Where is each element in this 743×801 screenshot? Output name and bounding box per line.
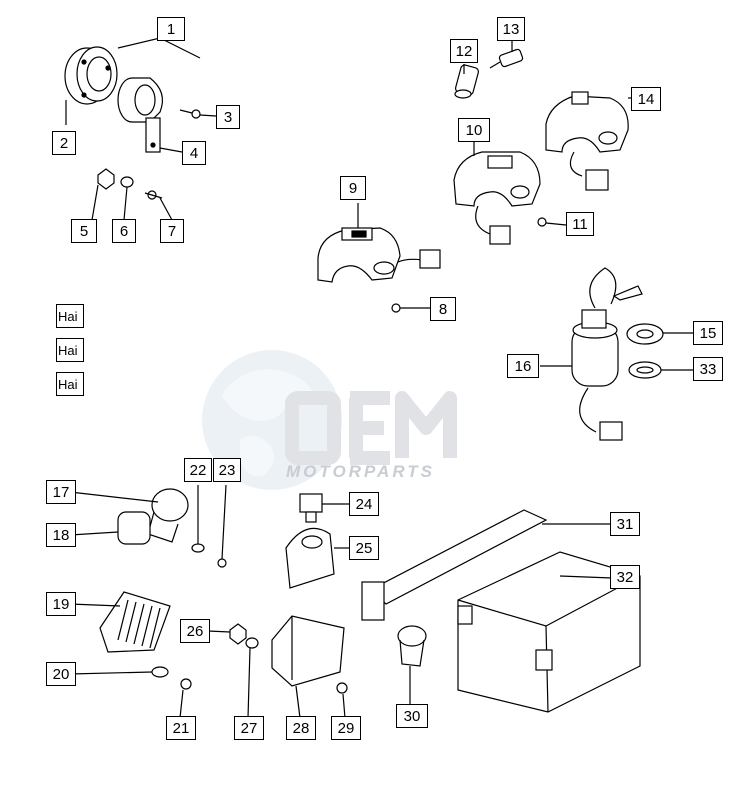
part-27-washer xyxy=(245,637,259,719)
callout-13[interactable]: 13 xyxy=(497,17,525,41)
callout-10[interactable]: 10 xyxy=(458,118,490,142)
part-4-housing xyxy=(117,77,183,153)
callout-17[interactable]: 17 xyxy=(46,480,76,504)
part-19-regulator xyxy=(69,591,171,653)
legend-item: Hai xyxy=(56,338,84,362)
callout-18[interactable]: 18 xyxy=(46,523,76,547)
part-26-nut xyxy=(207,623,247,645)
part-10-switch xyxy=(453,140,541,245)
callout-7[interactable]: 7 xyxy=(160,219,184,243)
callout-21[interactable]: 21 xyxy=(166,716,196,740)
callout-22[interactable]: 22 xyxy=(184,458,212,482)
part-13-bulb xyxy=(489,40,524,69)
part-2-cover xyxy=(64,46,118,125)
callout-25[interactable]: 25 xyxy=(349,536,379,560)
part-15-nut xyxy=(626,323,696,345)
part-33-washer xyxy=(628,361,696,379)
part-20-washer xyxy=(69,666,169,678)
callout-6[interactable]: 6 xyxy=(112,219,136,243)
part-8-screw xyxy=(391,303,430,313)
part-11-screw xyxy=(537,217,567,227)
leader-line xyxy=(117,37,201,59)
part-5-nut xyxy=(91,168,115,221)
callout-5[interactable]: 5 xyxy=(71,219,97,243)
part-25-fuse-holder xyxy=(285,527,350,589)
callout-2[interactable]: 2 xyxy=(52,131,76,155)
callout-31[interactable]: 31 xyxy=(610,512,640,536)
callout-4[interactable]: 4 xyxy=(182,141,206,165)
callout-20[interactable]: 20 xyxy=(46,662,76,686)
part-29-screw xyxy=(336,682,348,719)
callout-16[interactable]: 16 xyxy=(507,354,539,378)
callout-11[interactable]: 11 xyxy=(566,212,594,236)
callout-32[interactable]: 32 xyxy=(610,565,640,589)
callout-30[interactable]: 30 xyxy=(396,704,428,728)
part-30-cap xyxy=(397,625,427,704)
part-6-washer xyxy=(120,176,134,221)
part-9-switch xyxy=(317,203,441,283)
part-23-screw xyxy=(217,484,227,568)
callout-24[interactable]: 24 xyxy=(349,492,379,516)
watermark-tagline: MOTORPARTS xyxy=(286,462,436,481)
legend-item: Hai xyxy=(56,372,84,396)
callout-9[interactable]: 9 xyxy=(340,176,366,200)
part-17-holder xyxy=(69,488,189,543)
part-16-ignition-switch xyxy=(540,267,643,441)
callout-1[interactable]: 1 xyxy=(157,17,185,41)
part-12-bulb-socket xyxy=(454,64,480,99)
callout-33[interactable]: 33 xyxy=(693,357,723,381)
part-22-washer xyxy=(191,485,205,553)
part-24-fuse xyxy=(299,493,350,523)
part-7-bolt xyxy=(144,190,173,221)
part-14-switch xyxy=(545,91,636,191)
callout-26[interactable]: 26 xyxy=(180,619,210,643)
part-3-screw xyxy=(179,109,217,119)
callout-3[interactable]: 3 xyxy=(216,105,240,129)
callout-14[interactable]: 14 xyxy=(631,87,661,111)
callout-23[interactable]: 23 xyxy=(213,458,241,482)
callout-27[interactable]: 27 xyxy=(234,716,264,740)
part-28-relay xyxy=(271,615,345,719)
part-32-battery xyxy=(457,551,641,713)
callout-29[interactable]: 29 xyxy=(331,716,361,740)
callout-28[interactable]: 28 xyxy=(286,716,316,740)
callout-19[interactable]: 19 xyxy=(46,592,76,616)
part-31-strap xyxy=(361,509,612,621)
watermark-logo xyxy=(202,350,457,490)
callout-12[interactable]: 12 xyxy=(450,39,478,63)
part-21-screw xyxy=(179,678,192,719)
callout-8[interactable]: 8 xyxy=(430,297,456,321)
part-18-relay xyxy=(69,511,151,545)
legend-item: Hai xyxy=(56,304,84,328)
callout-15[interactable]: 15 xyxy=(693,321,723,345)
